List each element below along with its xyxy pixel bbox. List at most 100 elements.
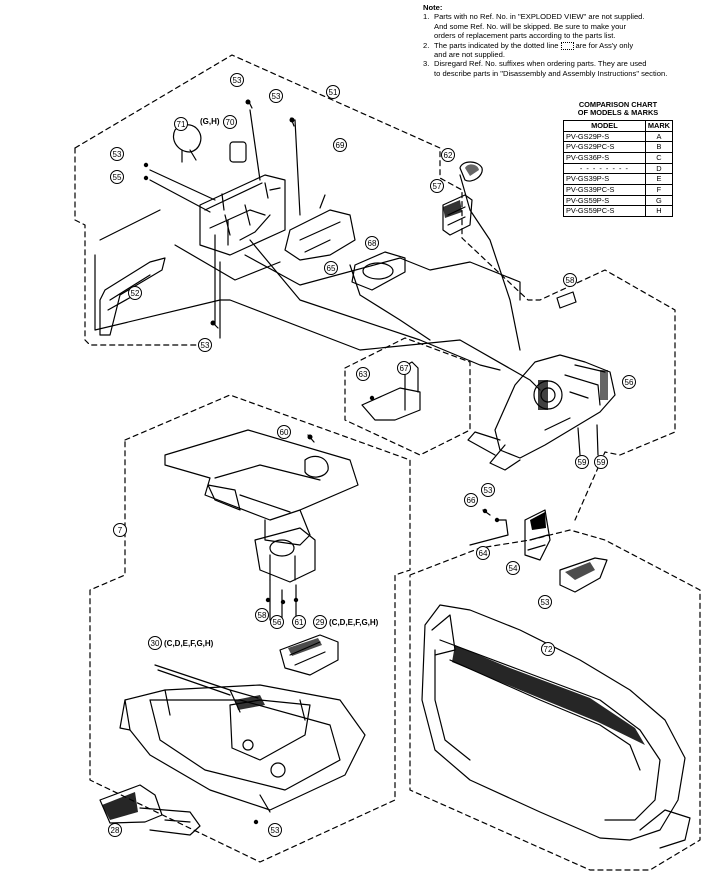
- svg-text:53: 53: [201, 341, 210, 350]
- callout-55: 55: [110, 170, 124, 184]
- notes-title: Note:: [423, 3, 443, 12]
- callout-65: 65: [324, 261, 338, 275]
- note-text: The parts indicated by the dotted line: [434, 40, 559, 50]
- svg-text:66: 66: [467, 496, 476, 505]
- svg-text:7: 7: [118, 526, 123, 535]
- note-line: to describe parts in "Disassembly and As…: [434, 68, 668, 78]
- svg-text:53: 53: [484, 486, 493, 495]
- front-housing: [494, 354, 616, 459]
- callout-60: 60: [277, 425, 291, 439]
- svg-text:60: 60: [280, 428, 289, 437]
- callout-7: 7: [113, 523, 127, 537]
- svg-text:58: 58: [258, 611, 267, 620]
- callout-59: 59: [575, 455, 589, 469]
- svg-text:55: 55: [113, 173, 122, 182]
- svg-text:62: 62: [444, 151, 453, 160]
- callout-58: 58: [255, 608, 269, 622]
- note-item-2: 2. The parts indicated by the dotted lin…: [423, 41, 708, 60]
- callout-57: 57: [430, 179, 444, 193]
- callout-56: 56: [270, 615, 284, 629]
- center-mechanism: [254, 527, 316, 583]
- comparison-chart: COMPARISON CHART OF MODELS & MARKS MODEL…: [563, 100, 674, 218]
- callout-71: 71: [174, 117, 188, 131]
- note-line: and are not supplied.: [434, 50, 505, 60]
- svg-text:53: 53: [272, 92, 281, 101]
- flex-cable: [99, 257, 166, 336]
- model-code-label: (G,H): [200, 117, 220, 126]
- callout-54: 54: [506, 561, 520, 575]
- svg-text:57: 57: [433, 182, 442, 191]
- dotted-box-icon: [560, 41, 574, 50]
- callout-56: 56: [622, 375, 636, 389]
- note-number: 2.: [423, 40, 430, 50]
- top-plate: [164, 429, 359, 521]
- notes-block: Note: 1. Parts with no Ref. No. in "EXPL…: [423, 3, 708, 78]
- svg-text:65: 65: [327, 264, 336, 273]
- svg-text:53: 53: [233, 76, 242, 85]
- note-item-1: 1. Parts with no Ref. No. in "EXPLODED V…: [423, 12, 708, 40]
- svg-text:69: 69: [336, 141, 345, 150]
- note-line: And some Ref. No. will be skipped. Be su…: [434, 21, 627, 31]
- small-part: [556, 291, 577, 309]
- motor-part: [229, 141, 247, 163]
- callout-53: 53: [230, 73, 244, 87]
- upper-mechanism-frame: [199, 174, 286, 256]
- svg-text:53: 53: [271, 826, 280, 835]
- callout-58: 58: [563, 273, 577, 287]
- chart-title-line: COMPARISON CHART: [578, 100, 658, 109]
- callout-53: 53: [538, 595, 552, 609]
- callout-52: 52: [128, 286, 142, 300]
- callout-59: 59: [594, 455, 608, 469]
- callout-53: 53: [481, 483, 495, 497]
- note-number: 1.: [423, 12, 430, 22]
- callout-28: 28: [108, 823, 122, 837]
- slide-lever: [99, 784, 163, 824]
- svg-text:68: 68: [368, 239, 377, 248]
- svg-text:59: 59: [578, 458, 587, 467]
- center-bracket: [284, 209, 356, 261]
- svg-text:58: 58: [566, 276, 575, 285]
- callout-67: 67: [397, 361, 411, 375]
- assembly-outline-bottom-right: [409, 529, 701, 871]
- svg-text:71: 71: [177, 120, 186, 129]
- svg-text:64: 64: [479, 549, 488, 558]
- svg-text:56: 56: [625, 378, 634, 387]
- note-number: 3.: [423, 59, 430, 69]
- callout-64: 64: [476, 546, 490, 560]
- callout-53: 53: [198, 338, 212, 352]
- callout-69: 69: [333, 138, 347, 152]
- base-frame: [124, 684, 366, 811]
- guide-lines: [94, 254, 541, 391]
- svg-text:28: 28: [111, 826, 120, 835]
- hinge-bracket: [361, 387, 421, 421]
- assembly-outline-bottom-left: [89, 394, 411, 863]
- chart-title-line: OF MODELS & MARKS: [577, 108, 659, 118]
- callout-51: 51: [326, 85, 340, 99]
- model-code-label: (C,D,E,F,G,H): [164, 639, 214, 648]
- svg-text:67: 67: [400, 364, 409, 373]
- note-line: orders of replacement parts according to…: [434, 31, 616, 41]
- svg-text:72: 72: [544, 645, 553, 654]
- callout-53: 53: [268, 823, 282, 837]
- svg-text:54: 54: [509, 564, 518, 573]
- note-item-3: 3. Disregard Ref. No. suffixes when orde…: [423, 59, 708, 78]
- assembly-outline-left: [74, 147, 201, 346]
- guide-block: [279, 634, 339, 676]
- callout-61: 61: [292, 615, 306, 629]
- release-button: [559, 557, 608, 593]
- note-line: Parts with no Ref. No. in "EXPLODED VIEW…: [434, 12, 645, 22]
- grip-belt: [421, 604, 686, 841]
- svg-text:51: 51: [329, 88, 338, 97]
- callout-30: 30: [148, 636, 162, 650]
- svg-text:56: 56: [273, 618, 282, 627]
- svg-text:30: 30: [151, 639, 160, 648]
- callout-63: 63: [356, 367, 370, 381]
- lens-ring: [351, 251, 406, 291]
- assembly-outline-top: [74, 54, 676, 521]
- note-text: are for Ass'y only: [575, 40, 634, 50]
- svg-text:59: 59: [597, 458, 606, 467]
- note-line: Disregard Ref. No. suffixes when orderin…: [434, 59, 647, 69]
- model-code-label: (C,D,E,F,G,H): [329, 618, 379, 627]
